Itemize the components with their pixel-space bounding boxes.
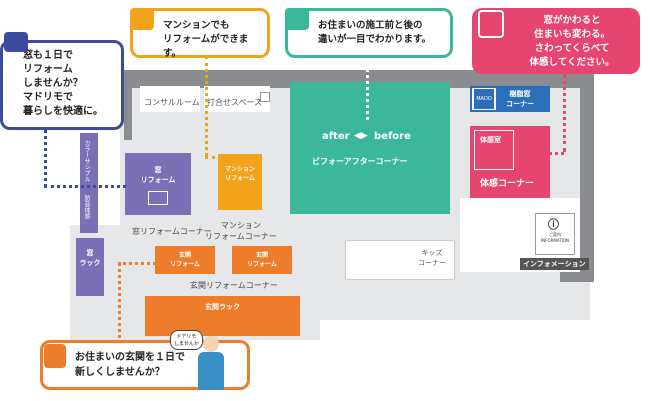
compare-icon — [285, 8, 309, 30]
kids-corner-box — [345, 240, 455, 280]
genkan-rack: 玄関ラック — [145, 296, 300, 336]
info-icon: ⓘ — [548, 218, 559, 231]
mansion-reform-box: マンション リフォーム — [218, 154, 262, 210]
window-icon — [148, 191, 168, 205]
meeting-space-label: 打合せスペース — [207, 98, 263, 107]
mansion-connector-h — [205, 156, 221, 159]
genkan-reform-box-1: 玄関 リフォーム — [155, 246, 215, 274]
color-sample-label: カラーサンプル — [83, 140, 90, 182]
hand-window-icon — [478, 10, 504, 38]
wall-top — [130, 70, 590, 88]
window-connector-v — [44, 125, 47, 187]
taikan-connector-h — [530, 152, 564, 155]
genkan-connector-h — [118, 262, 156, 265]
taikan-room-label: 体感室 — [480, 136, 501, 144]
consultation-room-label: コンサルルーム — [144, 98, 200, 107]
mado-rack-label: 窓 ラック — [79, 249, 101, 267]
jushi-corner-label-bg — [496, 88, 548, 110]
wall-right — [580, 70, 594, 282]
bouhan-label: 防音体感 — [83, 195, 90, 219]
arrow-left-icon: ◀▶ — [354, 131, 368, 141]
before-after-connector — [366, 56, 369, 120]
genkan-connector — [118, 262, 121, 346]
wall-right-bottom — [560, 270, 594, 282]
window-callout: 窓も１日で リフォーム しませんか？ マドリモで 暮らしを快適に。 — [0, 40, 124, 130]
genkan-rack-label: 玄関ラック — [205, 303, 240, 311]
kids-corner-label: キッズ コーナー — [418, 249, 446, 267]
jushi-corner-label: 樹脂窓 コーナー — [506, 90, 534, 108]
taikan-connector — [563, 74, 566, 152]
taikan-corner-label: 体感コーナー — [480, 179, 535, 189]
mado-reform-label: 窓 リフォーム — [140, 166, 176, 184]
before-after-callout: お住まいの施工前と後の 違いが一目でわかります。 — [285, 8, 453, 58]
information-booth — [535, 213, 575, 255]
taikan-callout: 窓がかわると 住まいも変わる。 さわってくらべて 体感してください。 — [472, 8, 640, 74]
after-label: after — [322, 131, 350, 142]
mansion-corner-label: マンション リフォームコーナー — [205, 221, 277, 241]
before-after-area — [290, 82, 450, 214]
door-icon — [44, 344, 66, 368]
mado-corner-label: 窓リフォームコーナー — [132, 227, 212, 236]
before-after-corner-label: ビフォーアフターコーナー — [312, 157, 408, 166]
genkan-reform-label-1: 玄関 リフォーム — [170, 252, 200, 268]
taikan-room-box — [474, 130, 514, 170]
tables — [260, 92, 270, 102]
wall-left — [124, 70, 132, 140]
consultation-room — [140, 86, 200, 112]
mado-reform-box: 窓 リフォーム — [125, 153, 191, 215]
window-connector-h — [44, 185, 126, 188]
color-sample-strip — [80, 133, 98, 233]
mansion-reform-label: マンション リフォーム — [224, 166, 255, 182]
mado-logo-icon: MADO — [474, 89, 494, 109]
mansion-connector — [205, 56, 208, 156]
window-icon — [4, 32, 28, 52]
genkan-reform-box-2: 玄関 リフォーム — [232, 246, 292, 274]
taikan-corner-box — [470, 126, 550, 198]
mascot-speech: ドアリモ しませんか — [170, 330, 203, 350]
genkan-corner-label: 玄関リフォームコーナー — [190, 281, 278, 290]
mascot-figure — [196, 336, 226, 392]
building-icon — [130, 8, 154, 30]
genkan-reform-label-2: 玄関 リフォーム — [247, 252, 277, 268]
before-label: before — [374, 131, 411, 142]
mado-rack: 窓 ラック — [76, 238, 104, 296]
info-small-label: ご案内 INFORMATION — [541, 232, 570, 243]
meeting-space — [204, 86, 270, 112]
info-corner-label: インフォメーション — [520, 258, 589, 270]
